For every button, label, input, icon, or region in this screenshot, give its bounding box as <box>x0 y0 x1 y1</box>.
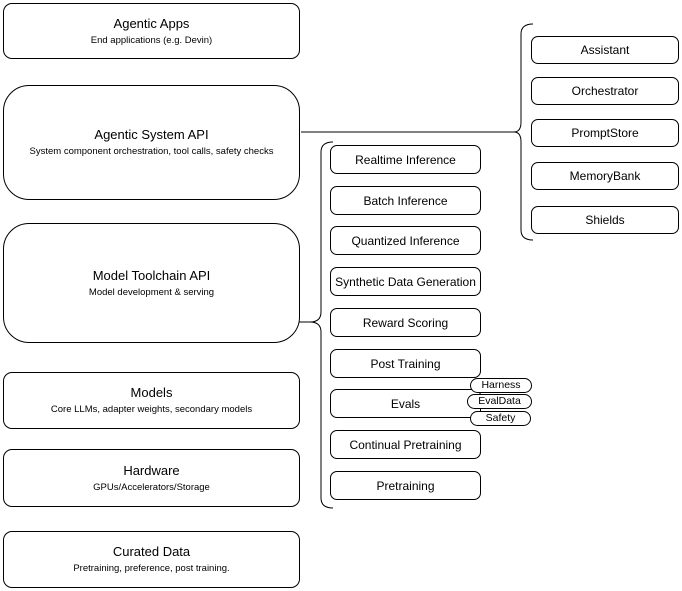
node-title: Agentic Apps <box>113 15 190 31</box>
tag-safety: Safety <box>470 411 531 426</box>
node-label: Assistant <box>580 43 630 57</box>
node-batch-inference: Batch Inference <box>330 186 481 215</box>
node-label: Reward Scoring <box>362 315 449 330</box>
node-label: Continual Pretraining <box>349 437 462 452</box>
node-shields: Shields <box>531 206 679 234</box>
node-label: Quantized Inference <box>351 233 460 248</box>
node-hardware: Hardware GPUs/Accelerators/Storage <box>3 449 300 507</box>
node-continual-pretraining: Continual Pretraining <box>330 430 481 459</box>
node-subtitle: GPUs/Accelerators/Storage <box>93 481 210 493</box>
node-post-training: Post Training <box>330 349 481 378</box>
node-quantized-inference: Quantized Inference <box>330 226 481 255</box>
toolchain-api-brace <box>309 141 334 509</box>
node-models: Models Core LLMs, adapter weights, secon… <box>3 372 300 429</box>
node-agentic-apps: Agentic Apps End applications (e.g. Devi… <box>3 3 300 59</box>
tag-label: Harness <box>481 379 521 392</box>
node-label: Shields <box>585 213 625 227</box>
node-label: MemoryBank <box>569 169 641 183</box>
node-label: Post Training <box>370 356 441 371</box>
node-pretraining: Pretraining <box>330 471 481 500</box>
node-synthetic-data-generation: Synthetic Data Generation <box>330 267 481 296</box>
node-label: Realtime Inference <box>355 152 456 167</box>
node-memorybank: MemoryBank <box>531 162 679 190</box>
node-label: Orchestrator <box>571 84 639 98</box>
node-realtime-inference: Realtime Inference <box>330 145 481 174</box>
node-label: Batch Inference <box>363 193 448 208</box>
node-subtitle: Model development & serving <box>88 286 215 298</box>
node-orchestrator: Orchestrator <box>531 77 679 105</box>
tag-label: Safety <box>485 412 516 425</box>
node-model-toolchain-api: Model Toolchain API Model development & … <box>3 223 300 343</box>
node-subtitle: Core LLMs, adapter weights, secondary mo… <box>50 404 253 415</box>
node-evals: Evals <box>330 389 481 418</box>
tag-harness: Harness <box>470 378 532 393</box>
node-subtitle: Pretraining, preference, post training. <box>73 563 230 574</box>
tag-evaldata: EvalData <box>467 394 532 409</box>
node-title: Agentic System API <box>94 127 209 142</box>
node-curated-data: Curated Data Pretraining, preference, po… <box>3 531 300 588</box>
node-subtitle: System component orchestration, tool cal… <box>29 146 274 157</box>
node-label: PromptStore <box>571 126 639 140</box>
node-label: Pretraining <box>376 478 435 493</box>
node-title: Curated Data <box>112 544 191 559</box>
node-promptstore: PromptStore <box>531 119 679 147</box>
node-label: Evals <box>390 396 421 411</box>
node-title: Model Toolchain API <box>92 267 211 283</box>
system-api-brace <box>513 23 534 241</box>
node-subtitle: End applications (e.g. Devin) <box>90 34 213 46</box>
node-reward-scoring: Reward Scoring <box>330 308 481 337</box>
node-assistant: Assistant <box>531 36 679 64</box>
node-agentic-system-api: Agentic System API System component orch… <box>3 85 300 200</box>
node-title: Models <box>130 385 173 400</box>
tag-label: EvalData <box>478 395 521 408</box>
node-title: Hardware <box>123 462 180 478</box>
node-label: Synthetic Data Generation <box>335 274 476 289</box>
